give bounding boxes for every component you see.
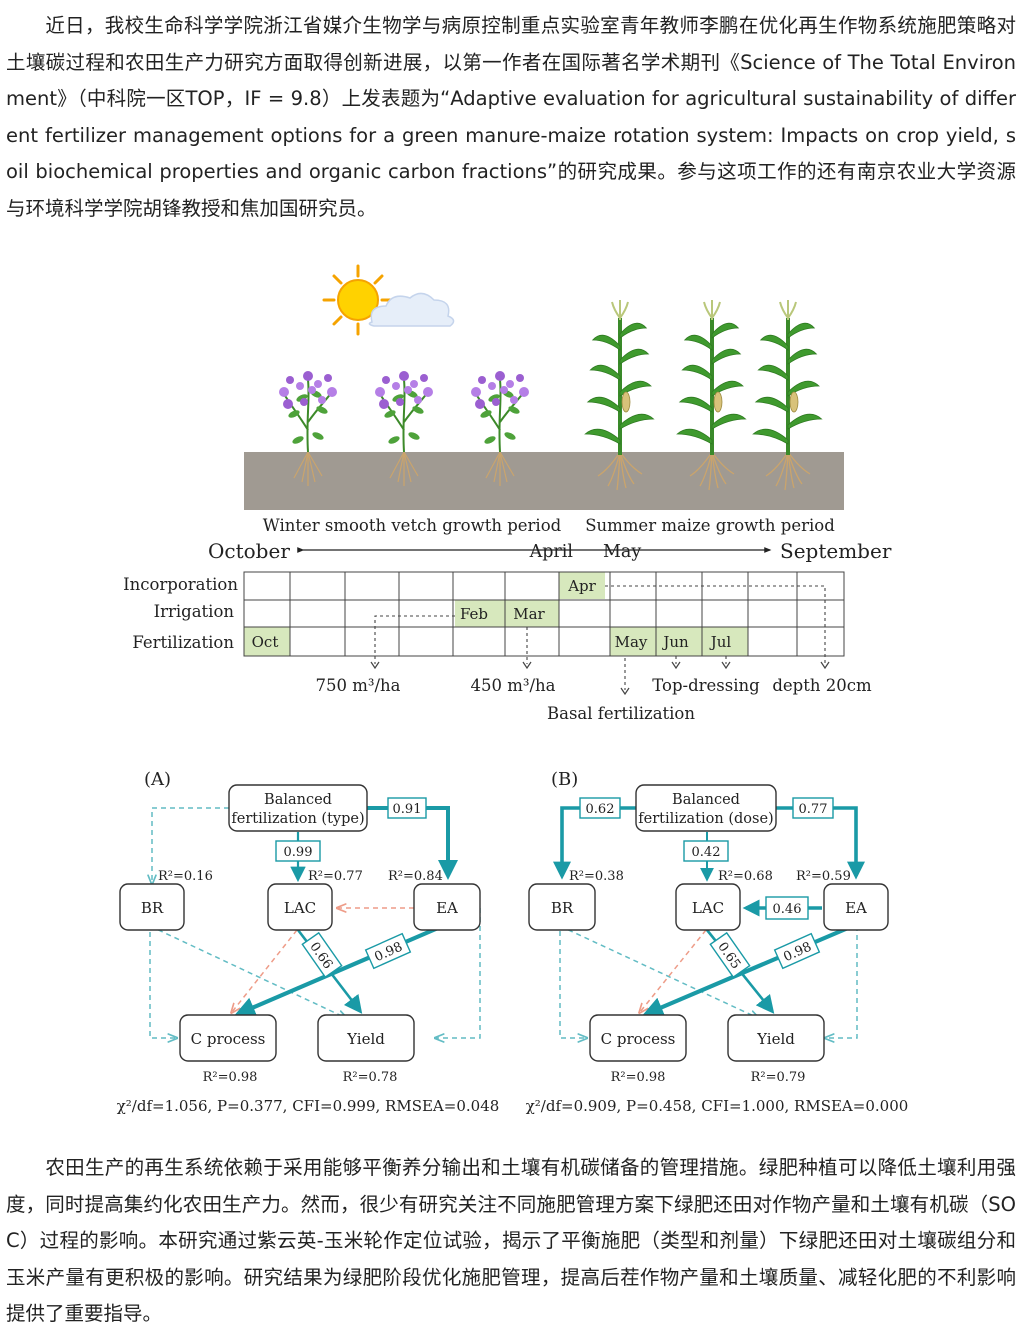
node-b-lac: LAC bbox=[692, 899, 724, 917]
node-a-cprocess: C process bbox=[191, 1030, 266, 1048]
coef-b-dose-lac: 0.42 bbox=[692, 845, 721, 860]
node-b-ea: EA bbox=[845, 899, 867, 917]
note-basal: Basal fertilization bbox=[547, 704, 695, 723]
path-diagram-b: (B) Balanced fertilization (dose) 0.62 0… bbox=[526, 769, 909, 1115]
node-balanced-dose-l1: Balanced bbox=[672, 792, 740, 808]
coef-b-lac-yield: 0.65 bbox=[714, 940, 743, 972]
r2-b-ea: R²=0.59 bbox=[796, 869, 851, 884]
note-topdressing: Top-dressing bbox=[652, 676, 760, 695]
row-label-irrigation: Irrigation bbox=[154, 602, 235, 621]
cell-mar: Mar bbox=[513, 605, 545, 623]
maize-plant-icon bbox=[676, 300, 747, 491]
r2-a-yield: R²=0.78 bbox=[343, 1070, 398, 1085]
r2-b-c: R²=0.98 bbox=[611, 1070, 666, 1085]
node-a-yield: Yield bbox=[346, 1030, 385, 1048]
row-label-fertilization: Fertilization bbox=[132, 633, 234, 652]
cell-jul: Jul bbox=[709, 633, 732, 651]
node-b-br: BR bbox=[551, 899, 574, 917]
schedule-arrowheads bbox=[370, 661, 830, 696]
maize-plant-icon bbox=[752, 300, 823, 491]
vetch-plant-icon bbox=[471, 371, 529, 486]
node-balanced-type-l2: fertilization (type) bbox=[231, 811, 364, 827]
coef-a-ea-c: 0.98 bbox=[372, 940, 405, 965]
panel-label-b: (B) bbox=[551, 769, 578, 790]
path-diagram-a: (A) Balanced fertilization (type) 0.91 0… bbox=[117, 769, 500, 1115]
coef-b-dose-ea: 0.77 bbox=[799, 802, 828, 817]
fit-b: χ²/df=0.909, P=0.458, CFI=1.000, RMSEA=0… bbox=[526, 1097, 909, 1115]
maize-plant-icon bbox=[584, 300, 655, 491]
node-b-yield: Yield bbox=[756, 1030, 795, 1048]
coef-a-type-ea: 0.91 bbox=[393, 802, 422, 817]
intro-text: 近日，我校生命科学学院浙江省媒介生物学与病原控制重点实验室青年教师李鹏在优化再生… bbox=[6, 14, 1016, 220]
sun-icon bbox=[322, 264, 394, 336]
cloud-icon bbox=[368, 292, 455, 327]
schedule-grid bbox=[243, 571, 845, 657]
cell-apr: Apr bbox=[567, 577, 596, 595]
vetch-plant-icon bbox=[375, 371, 433, 486]
r2-b-br: R²=0.38 bbox=[569, 869, 624, 884]
coef-b-ea-lac: 0.46 bbox=[773, 902, 802, 917]
coef-b-ea-c: 0.98 bbox=[781, 940, 814, 965]
cell-jun: Jun bbox=[661, 633, 689, 651]
month-label-may: May bbox=[603, 542, 641, 562]
note-depth: depth 20cm bbox=[772, 676, 872, 695]
node-a-lac: LAC bbox=[284, 899, 316, 917]
soil-band bbox=[244, 452, 844, 510]
vetch-plant-icon bbox=[279, 371, 337, 486]
summary-text: 农田生产的再生系统依赖于采用能够平衡养分输出和土壤有机碳储备的管理措施。绿肥种植… bbox=[6, 1156, 1016, 1326]
node-b-cprocess: C process bbox=[601, 1030, 676, 1048]
cell-feb: Feb bbox=[460, 605, 488, 623]
vetch-plants bbox=[279, 371, 529, 486]
row-label-incorporation: Incorporation bbox=[123, 575, 238, 594]
note-450: 450 m³/ha bbox=[470, 676, 555, 695]
cell-oct: Oct bbox=[252, 633, 279, 651]
node-balanced-type-l1: Balanced bbox=[264, 792, 332, 808]
winter-period-label: Winter smooth vetch growth period bbox=[263, 516, 562, 535]
schedule-connectors bbox=[374, 585, 826, 690]
summary-paragraph: 农田生产的再生系统依赖于采用能够平衡养分输出和土壤有机碳储备的管理措施。绿肥种植… bbox=[6, 1150, 1016, 1333]
node-a-br: BR bbox=[141, 899, 164, 917]
r2-a-c: R²=0.98 bbox=[203, 1070, 258, 1085]
node-a-ea: EA bbox=[436, 899, 458, 917]
panel-label-a: (A) bbox=[144, 769, 171, 790]
coef-a-lac-yield: 0.66 bbox=[306, 940, 335, 972]
coef-b-dose-br: 0.62 bbox=[586, 802, 615, 817]
node-balanced-dose-l2: fertilization (dose) bbox=[638, 811, 773, 827]
note-750: 750 m³/ha bbox=[315, 676, 400, 695]
month-label-october: October bbox=[208, 539, 290, 563]
r2-a-br: R²=0.16 bbox=[158, 869, 213, 884]
r2-a-ea: R²=0.84 bbox=[388, 869, 443, 884]
r2-b-yield: R²=0.79 bbox=[751, 1070, 806, 1085]
month-label-april: April bbox=[529, 542, 574, 562]
month-label-september: September bbox=[780, 539, 892, 563]
r2-a-lac: R²=0.77 bbox=[308, 869, 363, 884]
intro-paragraph: 近日，我校生命科学学院浙江省媒介生物学与病原控制重点实验室青年教师李鹏在优化再生… bbox=[6, 8, 1016, 228]
summer-period-label: Summer maize growth period bbox=[585, 516, 835, 535]
r2-b-lac: R²=0.68 bbox=[718, 869, 773, 884]
cell-may: May bbox=[615, 633, 648, 651]
maize-plants bbox=[584, 300, 823, 491]
coef-a-type-lac: 0.99 bbox=[284, 845, 313, 860]
fit-a: χ²/df=1.056, P=0.377, CFI=0.999, RMSEA=0… bbox=[117, 1097, 500, 1115]
